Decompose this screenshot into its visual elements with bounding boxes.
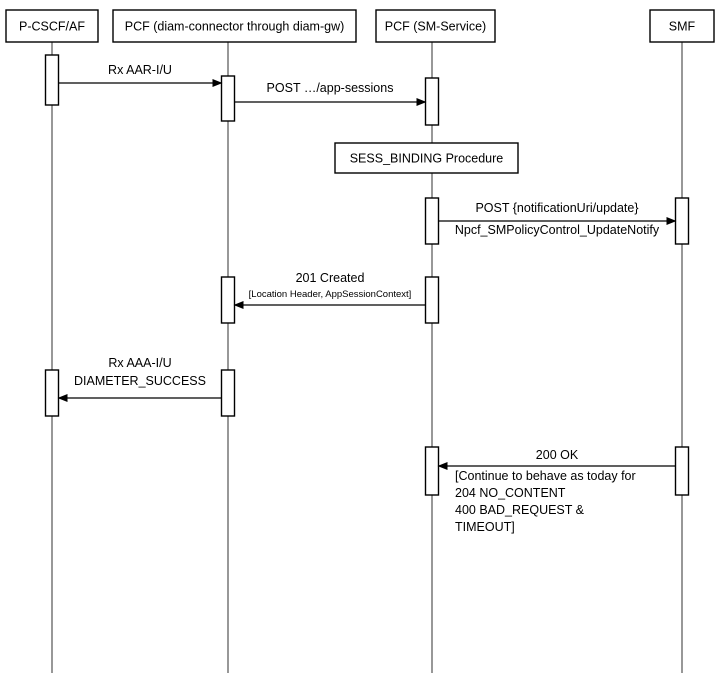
message-label-rx-aar-0: Rx AAR-I/U xyxy=(108,63,172,77)
message-label-200-ok-0: 200 OK xyxy=(536,448,579,462)
message-label-rx-aaa-0: Rx AAA-I/U xyxy=(108,356,171,370)
actor-label-pcf-sm-service: PCF (SM-Service) xyxy=(385,19,486,33)
actor-boxes-layer: P-CSCF/AF PCF (diam-connector through dia… xyxy=(5,9,715,43)
actor-box-rect-pcf-sm-service xyxy=(375,9,496,43)
message-label-200-ok-3: 400 BAD_REQUEST & xyxy=(455,503,585,517)
activation-act-pcscf-2 xyxy=(44,369,60,417)
actor-box-pcf-sm-service[interactable]: PCF (SM-Service) xyxy=(375,9,496,43)
message-rx-aar: Rx AAR-I/U xyxy=(58,63,223,87)
message-label-post-notification-uri-1: Npcf_SMPolicyControl_UpdateNotify xyxy=(455,223,660,237)
actor-label-p-cscf-af: P-CSCF/AF xyxy=(19,19,85,33)
note-rect-sess-binding xyxy=(334,142,519,174)
actor-box-rect-pcf-diam-connector xyxy=(112,9,357,43)
actor-box-p-cscf-af[interactable]: P-CSCF/AF xyxy=(5,9,99,43)
actor-box-pcf-diam-connector[interactable]: PCF (diam-connector through diam-gw) xyxy=(112,9,357,43)
message-post-app-sessions: POST …/app-sessions xyxy=(234,81,427,106)
notes-layer: SESS_BINDING Procedure xyxy=(334,142,519,174)
activation-act-pcf-diam-3 xyxy=(220,369,236,417)
activation-act-pcf-diam-1 xyxy=(220,75,236,122)
message-label-201-created-1: [Location Header, AppSessionContext] xyxy=(249,289,412,300)
message-label-200-ok-1: [Continue to behave as today for xyxy=(455,469,636,483)
activation-act-pcf-sm-3 xyxy=(424,276,440,324)
activation-act-smf-2 xyxy=(674,446,690,496)
activation-act-pcf-sm-1 xyxy=(424,77,440,126)
activations-layer xyxy=(44,54,690,496)
message-post-notification-uri: POST {notificationUri/update} Npcf_SMPoli… xyxy=(438,201,677,237)
actor-box-rect-p-cscf-af xyxy=(5,9,99,43)
message-201-created: 201 Created [Location Header, AppSessionC… xyxy=(233,271,426,309)
activation-act-pcf-diam-2 xyxy=(220,276,236,324)
activation-act-pcscf-1 xyxy=(44,54,60,106)
actor-box-rect-smf xyxy=(649,9,715,43)
activation-act-pcf-sm-4 xyxy=(424,446,440,496)
message-label-rx-aaa-1: DIAMETER_SUCCESS xyxy=(74,374,206,388)
note-sess-binding[interactable]: SESS_BINDING Procedure xyxy=(334,142,519,174)
note-label-sess-binding: SESS_BINDING Procedure xyxy=(350,151,504,165)
actor-label-smf: SMF xyxy=(669,19,696,33)
message-label-200-ok-2: 204 NO_CONTENT xyxy=(455,486,566,500)
message-label-post-app-sessions-0: POST …/app-sessions xyxy=(267,81,394,95)
message-label-201-created-0: 201 Created xyxy=(296,271,365,285)
actor-label-pcf-diam-connector: PCF (diam-connector through diam-gw) xyxy=(125,19,345,33)
message-label-post-notification-uri-0: POST {notificationUri/update} xyxy=(475,201,638,215)
actor-box-smf[interactable]: SMF xyxy=(649,9,715,43)
activation-act-pcf-sm-2 xyxy=(424,197,440,245)
activation-act-smf-1 xyxy=(674,197,690,245)
message-rx-aaa: Rx AAA-I/U DIAMETER_SUCCESS xyxy=(57,356,222,402)
message-label-200-ok-4: TIMEOUT] xyxy=(455,520,515,534)
message-200-ok: 200 OK [Continue to behave as today for 20… xyxy=(437,448,676,534)
